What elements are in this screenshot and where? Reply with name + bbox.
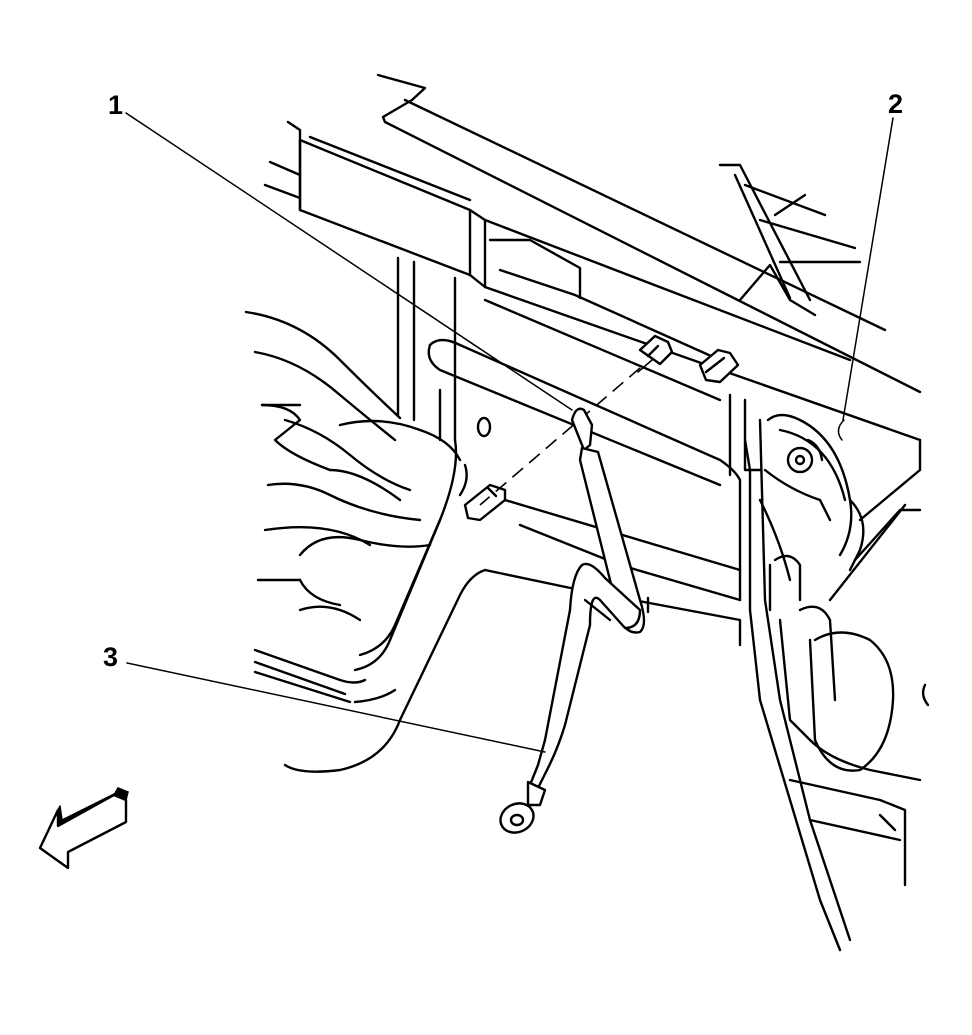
leader-lines (125, 112, 894, 753)
lower-panel (283, 568, 742, 773)
bolt-lower (463, 483, 507, 522)
leader-2-hook (837, 419, 845, 441)
mid-panel (427, 298, 742, 602)
leader-1 (125, 112, 573, 411)
bolt-alignment-line (479, 367, 641, 506)
callout-3: 3 (103, 642, 118, 672)
callout-2: 2 (888, 89, 903, 119)
ground-strap (499, 407, 646, 834)
upper-frame-rail (263, 73, 922, 442)
bolt-stud (698, 348, 740, 384)
leader-3 (126, 662, 546, 753)
callout-1: 1 (108, 90, 123, 120)
vertical-posts (396, 256, 762, 602)
right-strut (718, 163, 862, 317)
right-fender (743, 413, 930, 952)
bolt-upper (637, 334, 674, 373)
wheel-housing (244, 310, 462, 704)
forward-arrow-icon (38, 787, 129, 870)
leader-2 (842, 117, 894, 421)
